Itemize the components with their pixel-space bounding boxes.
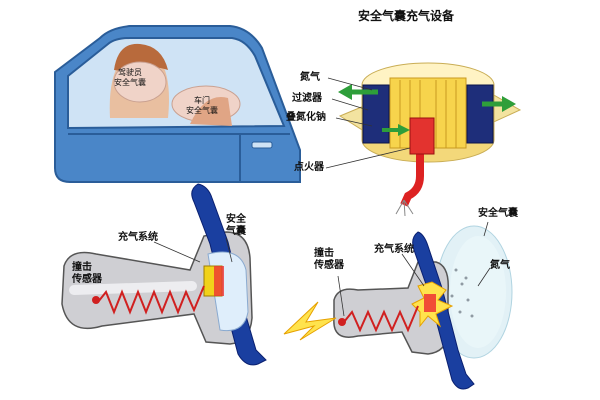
nitrogen-particles	[446, 268, 474, 318]
driver-airbag-label-line2: 安全气囊	[114, 78, 146, 87]
filter-label: 过滤器	[292, 93, 322, 104]
left-airbag-label: 安全 气囊	[226, 214, 246, 238]
car-illustration	[54, 25, 301, 183]
left-crash-sensor-label-line2: 传感器	[72, 274, 102, 285]
igniter-shape	[409, 117, 435, 155]
left-crash-sensor-label-line1: 撞击	[72, 262, 92, 273]
arrow-right	[502, 96, 516, 112]
crash-sensor-dot-left	[92, 296, 100, 304]
right-crash-sensor-label-line2: 传感器	[314, 260, 344, 271]
steering-right-illustration	[283, 221, 513, 390]
nitrogen-label: 氮气	[300, 72, 320, 83]
sodium-azide-label: 叠氮化钠	[286, 112, 326, 123]
driver-airbag-label: 驾驶员 安全气囊	[114, 68, 146, 88]
spring-right	[343, 305, 419, 333]
inflator-illustration	[325, 62, 522, 217]
left-crash-sensor-label: 撞击 传感器	[72, 262, 102, 286]
steering-left-illustration	[61, 183, 267, 366]
right-crash-sensor-label: 撞击 传感器	[314, 248, 344, 272]
right-crash-sensor-label-line1: 撞击	[314, 248, 334, 259]
impact-flash	[283, 301, 337, 341]
door-handle	[251, 141, 273, 149]
driver-airbag-shape	[113, 61, 167, 103]
left-airbag-label-line1: 安全	[226, 214, 246, 225]
left-airbag-label-line2: 气囊	[226, 226, 246, 237]
inflator-title: 安全气囊充气设备	[358, 9, 455, 23]
right-nitrogen-label: 氮气	[490, 260, 510, 271]
igniter-label: 点火器	[294, 162, 324, 173]
spring-left	[97, 285, 205, 315]
right-inflation-system-label: 充气系统	[374, 244, 414, 255]
filter-left	[362, 84, 390, 144]
driver-airbag-label-line1: 驾驶员	[118, 68, 142, 77]
door-airbag-label-line1: 车门	[194, 96, 210, 105]
right-airbag-label: 安全气囊	[478, 208, 518, 219]
filter-right	[466, 84, 494, 144]
door-airbag-label: 车门 安全气囊	[186, 96, 218, 116]
left-inflation-system-label: 充气系统	[118, 232, 158, 243]
door-airbag-label-line2: 安全气囊	[186, 106, 218, 115]
arrow-left	[338, 84, 352, 100]
